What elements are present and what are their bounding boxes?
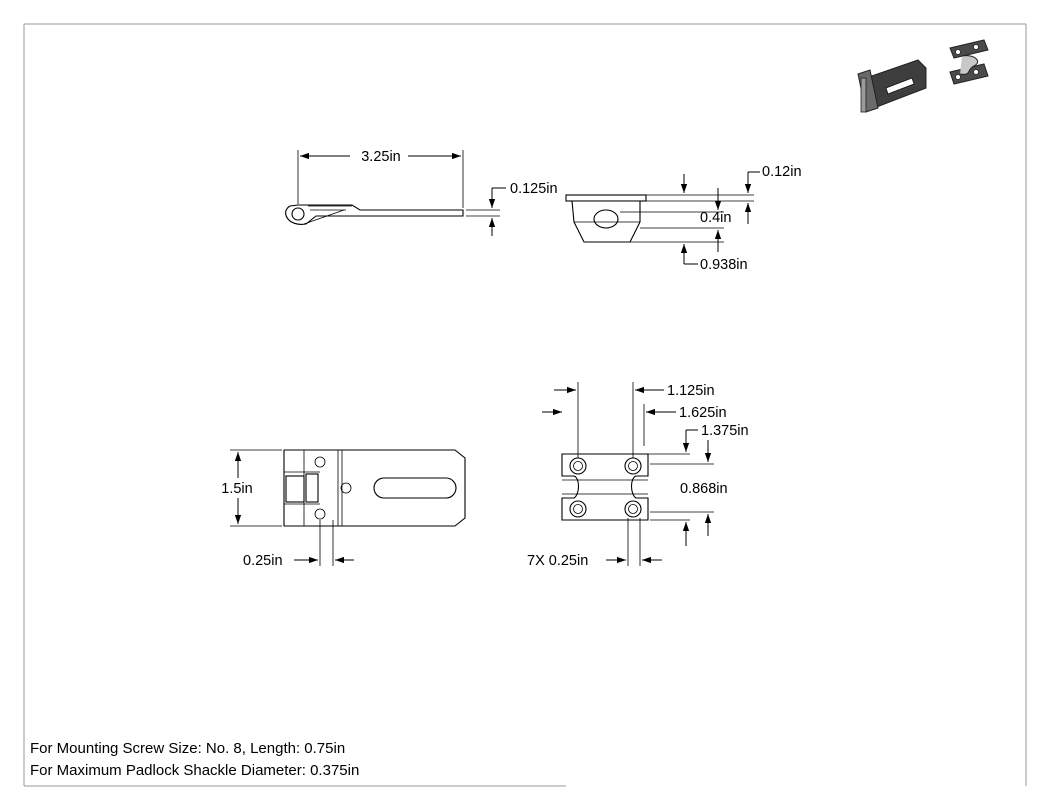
- hasp-iso-preview: [857, 59, 927, 113]
- dim-hasp-width: 1.5in: [221, 481, 252, 497]
- dim-staple-mid: 0.4in: [700, 210, 731, 226]
- dim-staple-depth: 0.938in: [700, 257, 748, 273]
- hasp-top-view: [283, 449, 466, 527]
- dim-staple-height: 1.375in: [701, 423, 749, 439]
- dim-0.25-hasp: [294, 520, 354, 566]
- dim-overall-length: 3.25in: [361, 149, 401, 165]
- staple-top-view: [561, 453, 649, 521]
- staple-iso-preview: [949, 39, 989, 85]
- dim-3.25: [297, 150, 464, 208]
- dim-staple-holes: 7X 0.25in: [527, 553, 588, 569]
- note-padlock-shackle: For Maximum Padlock Shackle Diameter: 0.…: [30, 762, 360, 779]
- dim-staple-gap: 0.868in: [680, 481, 728, 497]
- dim-staple-pitch-inner: 1.125in: [667, 383, 715, 399]
- dim-0.125: [466, 187, 506, 236]
- hasp-side-view: [285, 204, 464, 225]
- dim-plate-thickness: 0.125in: [510, 181, 558, 197]
- dim-staple-pitch-outer: 1.625in: [679, 405, 727, 421]
- dim-staple-top: 0.12in: [762, 164, 802, 180]
- staple-front-view: [565, 194, 647, 243]
- dim-1.5: [230, 449, 282, 527]
- dim-staple-top-view: [542, 382, 714, 566]
- dim-hole-dia: 0.25in: [243, 553, 283, 569]
- note-mounting-screw: For Mounting Screw Size: No. 8, Length: …: [30, 740, 346, 757]
- dim-staple-right: [620, 171, 760, 265]
- sheet-border: [23, 23, 1027, 787]
